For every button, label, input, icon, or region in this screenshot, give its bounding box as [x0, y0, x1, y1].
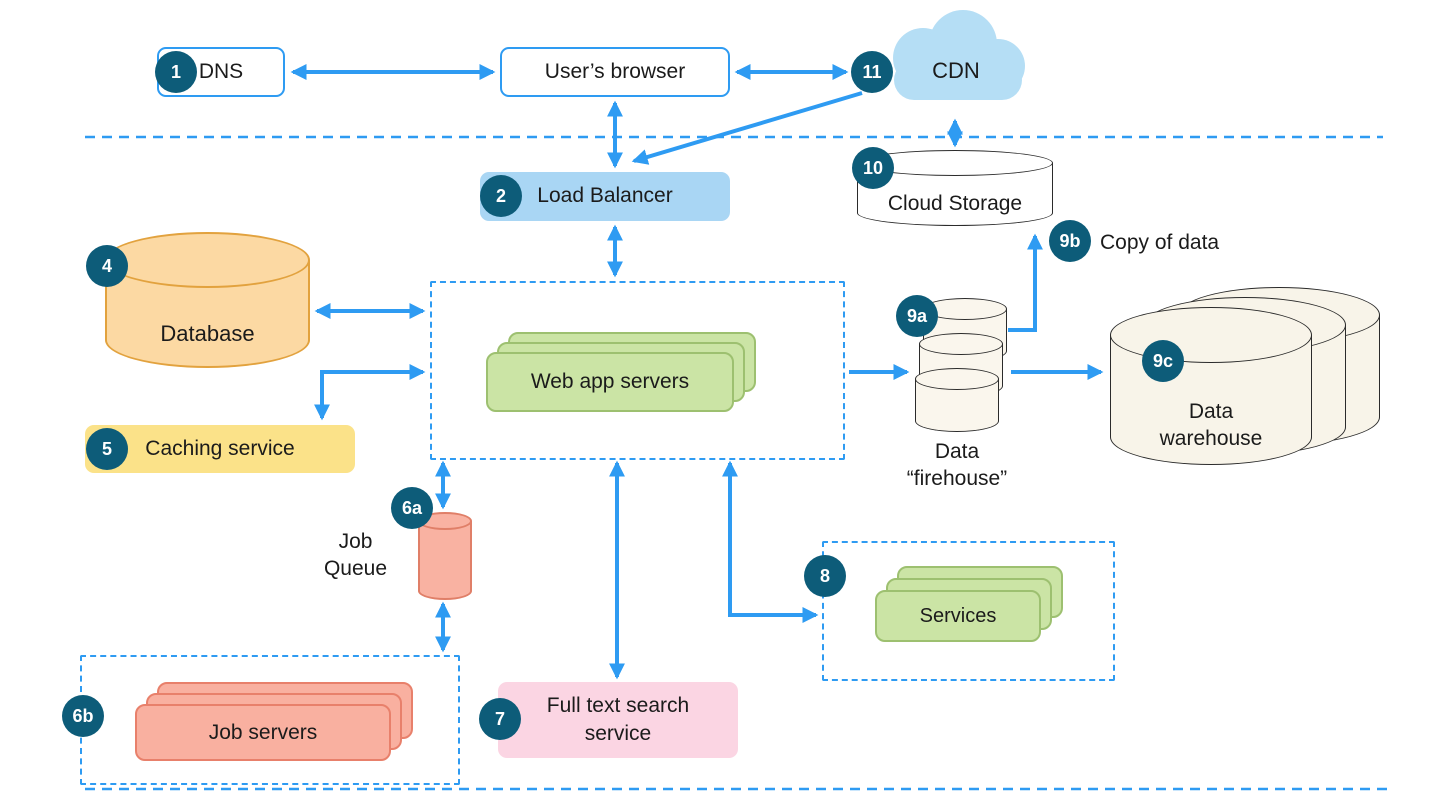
badge-7: 7 — [479, 698, 521, 740]
arrow-firehose-cloudstorage — [1008, 233, 1043, 332]
users-browser-label: User’s browser — [544, 59, 686, 83]
job-servers-label: Job servers — [208, 720, 318, 744]
cloud-storage-label: Cloud Storage — [887, 192, 1023, 215]
badge-6b: 6b — [62, 695, 104, 737]
cylinder-top — [919, 333, 1003, 355]
web-app-servers-region — [430, 281, 845, 460]
job-queue-cylinder — [418, 512, 472, 600]
load-balancer-node: Load Balancer — [480, 172, 730, 221]
job-queue-label: Job Queue — [323, 530, 388, 581]
copy-of-data-label: Copy of data — [1100, 231, 1220, 254]
badge-11: 11 — [851, 51, 893, 93]
arrow-webapp-services — [722, 460, 819, 623]
load-balancer-label: Load Balancer — [537, 184, 673, 208]
full-text-search-node: Full text search service — [498, 682, 738, 758]
firehose-label: Data “firehouse” — [906, 440, 1008, 491]
cylinder-body — [418, 521, 472, 600]
badge-9a: 9a — [896, 295, 938, 337]
arrow-cdn-loadbalancer — [631, 91, 863, 165]
services-region — [822, 541, 1115, 681]
web-app-servers-label: Web app servers — [530, 370, 690, 393]
badge-1: 1 — [155, 51, 197, 93]
badge-9c: 9c — [1142, 340, 1184, 382]
badge-5: 5 — [86, 428, 128, 470]
job-server-card-front: Job servers — [135, 704, 391, 761]
warehouse-label: Data warehouse — [1159, 400, 1263, 451]
cylinder-top — [1110, 307, 1312, 363]
caching-service-node: Caching service — [85, 425, 355, 473]
badge-9b: 9b — [1049, 220, 1091, 262]
cylinder-top — [915, 368, 999, 390]
full-text-search-label: Full text search service — [546, 693, 690, 745]
cdn-node: CDN — [866, 6, 1046, 116]
services-label: Services — [919, 604, 997, 627]
arrow-webapp-caching — [314, 364, 426, 421]
firehose-cylinder-front — [915, 368, 999, 432]
services-card-front: Services — [875, 590, 1041, 642]
cdn-label: CDN — [932, 58, 980, 83]
users-browser-node: User’s browser — [500, 47, 730, 97]
badge-2: 2 — [480, 175, 522, 217]
badge-6a: 6a — [391, 487, 433, 529]
caching-service-label: Caching service — [145, 436, 295, 460]
database-label: Database — [160, 321, 255, 346]
dns-label: DNS — [198, 59, 244, 83]
badge-10: 10 — [852, 147, 894, 189]
badge-4: 4 — [86, 245, 128, 287]
database-cylinder — [105, 232, 310, 368]
cylinder-top — [105, 232, 310, 288]
web-app-server-card-front: Web app servers — [486, 352, 734, 412]
cloud-icon — [893, 10, 1025, 100]
badge-8: 8 — [804, 555, 846, 597]
